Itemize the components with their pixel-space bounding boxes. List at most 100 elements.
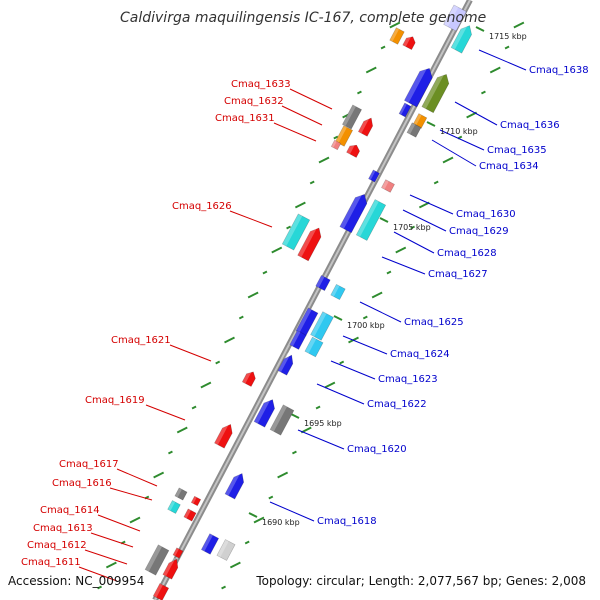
leader-line-right (297, 429, 345, 450)
gene-shade (404, 65, 428, 103)
leader-line-right (330, 360, 376, 380)
scale-tick-left (294, 201, 306, 209)
map-title: Caldivirga maquilingensis IC-167, comple… (120, 10, 486, 26)
gene-shade (277, 352, 291, 373)
gene-shape (200, 533, 220, 555)
gene-shape (281, 213, 311, 251)
leader-line-left (169, 344, 212, 362)
scale-tick-left (365, 66, 377, 74)
gene-shade (358, 115, 370, 134)
scale-tick-right (324, 381, 336, 389)
gene-shade (310, 311, 327, 337)
scale-tick-left (238, 315, 244, 320)
gene-shape (310, 311, 334, 341)
gene-shape (339, 193, 368, 234)
scale-tick-left (176, 426, 188, 434)
gene-shape (381, 179, 395, 193)
gene-block (183, 508, 197, 522)
gene-label-right: Cmaq_1628 (437, 248, 497, 259)
gene-shape (152, 583, 170, 600)
gene-label-left: Cmaq_1621 (111, 335, 171, 346)
scale-tick-right (433, 180, 439, 185)
gene-shade (342, 104, 356, 127)
gene-block (334, 125, 354, 147)
gene-shape (342, 104, 362, 130)
gene-shape (389, 27, 405, 45)
gene-shape (172, 547, 184, 559)
gene-label-right: Cmaq_1630 (456, 209, 516, 220)
leader-line-left (229, 210, 273, 228)
scale-tick-right (244, 540, 250, 545)
gene-shade (214, 421, 230, 445)
gene-shade (153, 583, 163, 598)
leader-line-left (78, 566, 118, 582)
leader-line-left (273, 122, 317, 142)
gene-label-left: Cmaq_1631 (215, 113, 275, 124)
gene-shape (443, 4, 467, 32)
gene-shape (368, 169, 380, 183)
gene-shade (145, 544, 162, 572)
scale-tick-left (153, 471, 165, 479)
scale-tick-right (221, 585, 227, 590)
kbp-tick (333, 315, 343, 321)
tick-layer (97, 21, 525, 590)
gene-shade (282, 213, 303, 247)
gene-shape (297, 227, 322, 262)
gene-layer (144, 4, 472, 600)
scale-tick-right (513, 21, 525, 29)
leader-line-left (116, 468, 158, 487)
gene-label-right: Cmaq_1627 (428, 269, 488, 280)
scale-tick-right (386, 270, 392, 275)
gene-block (355, 199, 387, 241)
gene-shade (335, 125, 347, 144)
gene-shape (216, 539, 236, 561)
scale-tick-right (291, 450, 297, 455)
accession-text: Accession: NC_009954 (8, 574, 145, 588)
gene-shade (330, 284, 340, 297)
gene-label-left: Cmaq_1616 (52, 478, 112, 489)
gene-shade (402, 34, 412, 47)
gene-block (443, 4, 467, 32)
scale-tick-left (167, 450, 173, 455)
gene-label-left: Cmaq_1614 (40, 505, 100, 516)
leader-line-left (84, 549, 128, 565)
scale-tick-left (389, 21, 401, 29)
scale-tick-left (224, 336, 235, 344)
gene-shape (315, 274, 331, 292)
scale-tick-left (262, 270, 268, 275)
scale-tick-left (380, 45, 386, 50)
scale-tick-left (97, 585, 103, 590)
scale-tick-left (105, 561, 117, 569)
gene-shape (144, 544, 170, 576)
scale-tick-right (371, 291, 383, 299)
scale-tick-right (229, 561, 241, 569)
gene-shade (254, 396, 271, 424)
gene-shade (346, 142, 356, 155)
gene-shape (330, 283, 346, 301)
leader-line-right (431, 139, 477, 167)
gene-shade (191, 496, 197, 504)
gene-shape (277, 354, 294, 376)
gene-label-left: Cmaq_1611 (21, 557, 81, 568)
gene-shade (399, 103, 407, 115)
gene-shade (296, 307, 312, 333)
leader-line-right (393, 231, 435, 254)
gene-label-right: Cmaq_1620 (347, 444, 407, 455)
gene-block (144, 544, 170, 576)
gene-shape (330, 139, 342, 151)
gene-block (216, 539, 236, 561)
leader-line-left (97, 514, 141, 532)
gene-block (404, 65, 433, 108)
leader-line-left (109, 487, 153, 501)
gene-block (342, 104, 362, 130)
scale-tick-right (442, 156, 454, 164)
gene-block (406, 122, 422, 138)
scale-tick-left (200, 381, 212, 389)
gene-shade (173, 547, 179, 557)
gene-label-right: Cmaq_1624 (390, 349, 450, 360)
kbp-label: 1705 kbp (393, 223, 431, 232)
gene-label-right: Cmaq_1635 (487, 145, 547, 156)
gene-block (269, 404, 295, 436)
gene-block (214, 421, 233, 449)
